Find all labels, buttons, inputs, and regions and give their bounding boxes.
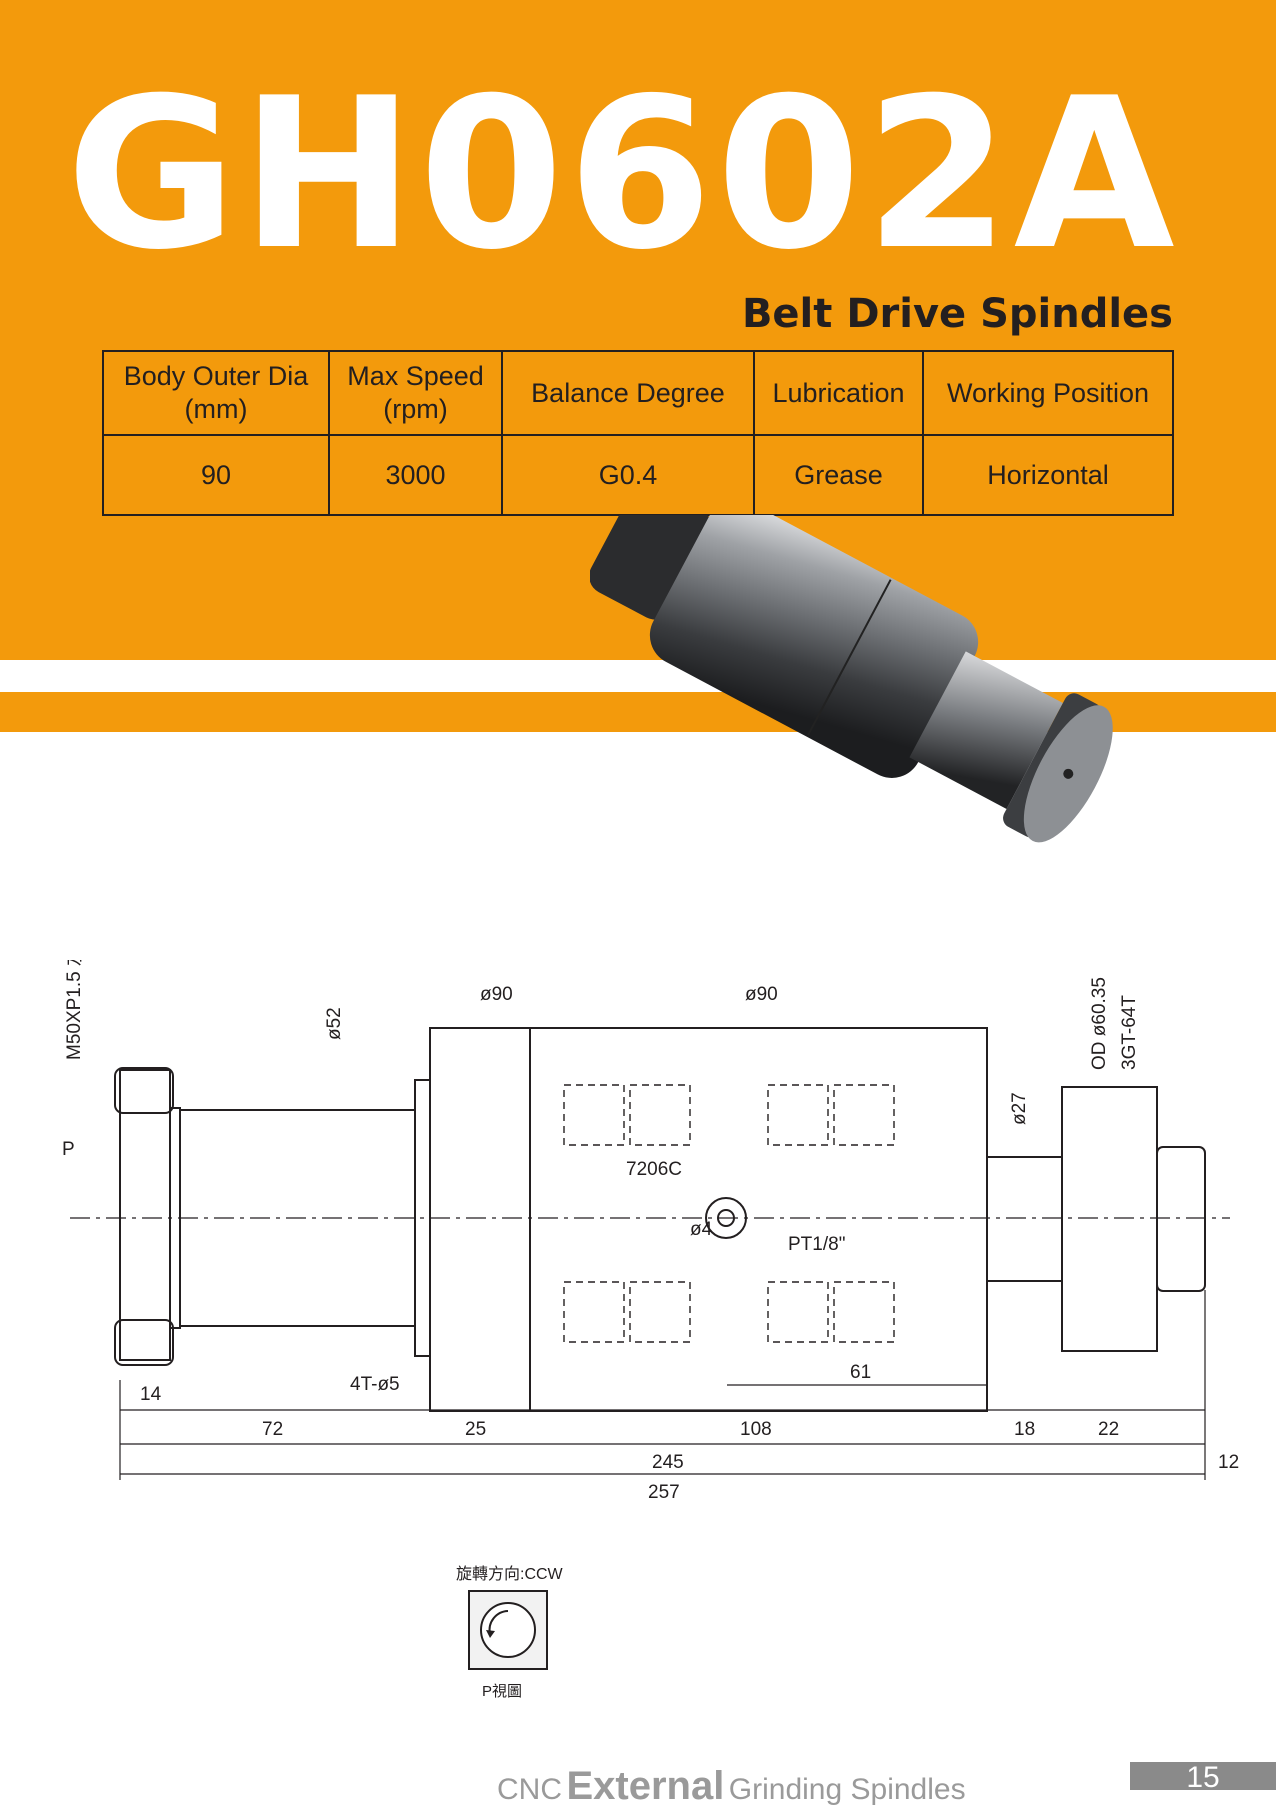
nut-top-shape xyxy=(114,1067,174,1114)
spindle-photo xyxy=(590,515,1113,843)
label-dim-257: 257 xyxy=(648,1482,680,1503)
spec-header-balance: Balance Degree xyxy=(501,350,755,436)
label-dim-14: 14 xyxy=(140,1384,162,1405)
drawing-labels: M50XP1.5 左 ø52 ø90 ø90 ø27 OD ø60.35 3GT… xyxy=(62,960,1239,1503)
label-dim-245: 245 xyxy=(652,1452,684,1473)
bearing-shape xyxy=(767,1084,829,1146)
product-subtitle: Belt Drive Spindles xyxy=(741,291,1173,337)
pulley-outline xyxy=(1061,1086,1158,1352)
label-dia90b: ø90 xyxy=(745,984,778,1005)
spec-header-lubrication: Lubrication xyxy=(753,350,924,436)
spec-header-max-speed: Max Speed(rpm) xyxy=(328,350,503,436)
label-port-thread: PT1/8" xyxy=(788,1234,845,1255)
bearing-shape xyxy=(629,1084,691,1146)
body-seam-shape xyxy=(807,579,892,736)
nut-bottom-shape xyxy=(114,1319,174,1366)
spec-table: Body Outer Dia(mm) Max Speed(rpm) Balanc… xyxy=(102,350,1174,516)
spec-value-row: 90 3000 G0.4 Grease Horizontal xyxy=(102,434,1174,516)
housing-outline xyxy=(529,1027,988,1412)
rear-shaft-outline xyxy=(986,1156,1063,1282)
technical-drawing: M50XP1.5 左 ø52 ø90 ø90 ø27 OD ø60.35 3GT… xyxy=(62,960,1239,1503)
model-title: GH0602A xyxy=(66,54,1179,296)
header-line: (mm) xyxy=(184,394,248,424)
spec-value-max-speed: 3000 xyxy=(328,434,503,516)
shaft-shape xyxy=(909,651,1063,809)
label-dia90a: ø90 xyxy=(480,984,513,1005)
rear-nut-outline xyxy=(1156,1146,1206,1292)
nose-center-shape xyxy=(1063,768,1074,779)
spec-header-row: Body Outer Dia(mm) Max Speed(rpm) Balanc… xyxy=(102,350,1174,436)
footer-text: CNC External Grinding Spindles xyxy=(497,1764,966,1808)
spec-value-balance: G0.4 xyxy=(501,434,755,516)
rotation-label: 旋轉方向:CCW xyxy=(456,1566,563,1583)
bearing-shape xyxy=(563,1084,625,1146)
p-view-diagram xyxy=(468,1590,548,1670)
bearing-shape xyxy=(833,1281,895,1343)
label-port-dia: ø4 xyxy=(690,1219,713,1240)
bearing-shape xyxy=(767,1281,829,1343)
label-holes: 4T-ø5 xyxy=(350,1374,400,1395)
header-line: Lubrication xyxy=(772,377,905,408)
label-p-marker: P xyxy=(62,1139,75,1160)
bearing-shape xyxy=(563,1281,625,1343)
lube-port-inner xyxy=(717,1209,735,1227)
header-line: Working Position xyxy=(946,377,1150,408)
bearing-group xyxy=(563,1084,895,1343)
header-stripe xyxy=(0,660,1276,692)
body-shape xyxy=(649,515,979,778)
footer-prefix: CNC xyxy=(497,1773,562,1806)
spec-header-outer-dia: Body Outer Dia(mm) xyxy=(102,350,330,436)
bearing-shape xyxy=(629,1281,691,1343)
lube-port-outline xyxy=(705,1197,747,1239)
label-dia52: ø52 xyxy=(324,1007,345,1040)
label-dim-18: 18 xyxy=(1014,1419,1035,1440)
header-line: Body Outer Dia xyxy=(123,361,309,391)
spec-value-lubrication: Grease xyxy=(753,434,924,516)
label-dim-22: 22 xyxy=(1098,1419,1119,1440)
label-dim-61: 61 xyxy=(850,1362,871,1383)
flange-outline xyxy=(429,1027,531,1412)
page-number: 15 xyxy=(1130,1762,1276,1794)
dimension-lines xyxy=(119,1290,1206,1480)
footer-emphasis: External xyxy=(566,1764,725,1808)
label-thread: M50XP1.5 左 xyxy=(63,960,85,1060)
bearing-shape xyxy=(833,1084,895,1146)
spec-value-working-position: Horizontal xyxy=(922,434,1174,516)
label-dim-108: 108 xyxy=(740,1419,772,1440)
header-line: (rpm) xyxy=(383,394,448,424)
label-dia27: ø27 xyxy=(1009,1092,1030,1125)
label-dim-72: 72 xyxy=(262,1419,283,1440)
arrow-head-icon xyxy=(486,1630,495,1638)
label-dim-12: 12 xyxy=(1218,1452,1239,1473)
label-od-pulley: OD ø60.35 xyxy=(1089,977,1110,1070)
spec-value-outer-dia: 90 xyxy=(102,434,330,516)
p-view-label: P視圖 xyxy=(482,1683,523,1700)
label-bearing: 7206C xyxy=(626,1159,682,1180)
spec-header-working-position: Working Position xyxy=(922,350,1174,436)
header-line: Max Speed xyxy=(347,361,484,391)
label-belt: 3GT-64T xyxy=(1119,995,1140,1070)
footer-suffix: Grinding Spindles xyxy=(728,1773,966,1806)
label-dim-25: 25 xyxy=(465,1419,486,1440)
header-line: Balance Degree xyxy=(531,377,725,408)
